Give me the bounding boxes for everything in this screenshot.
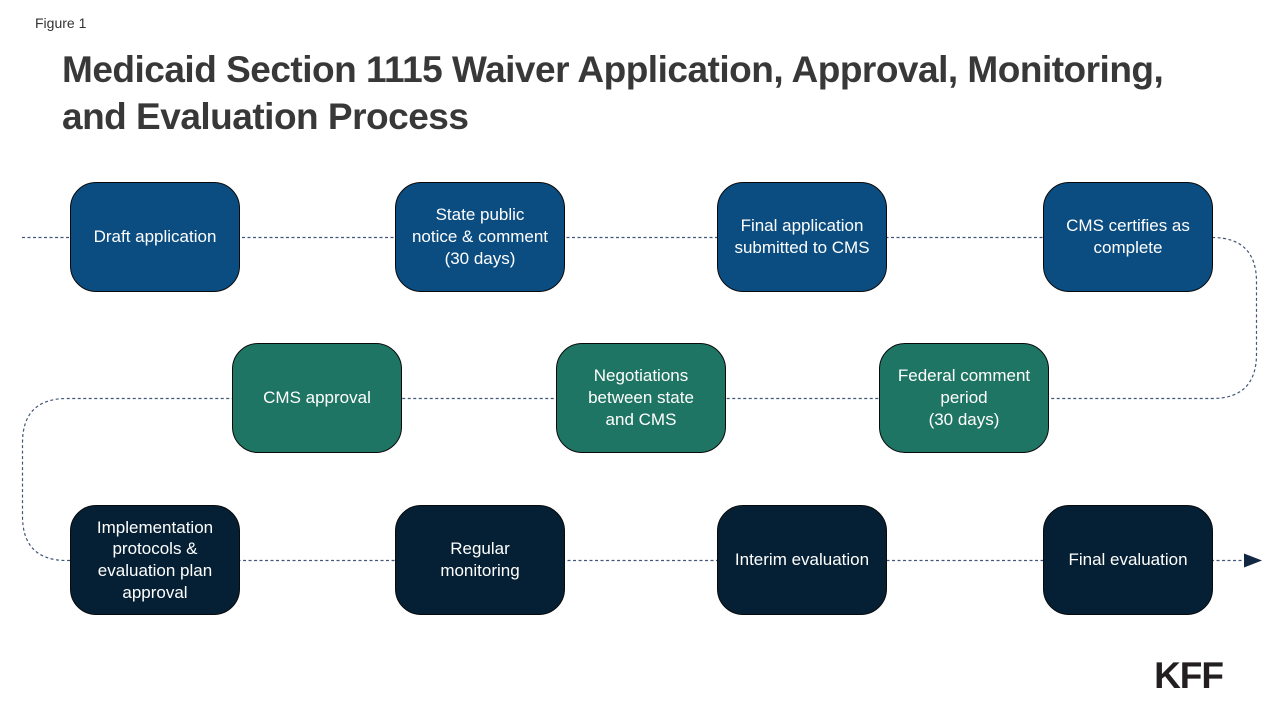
flow-node-federal-comment-period: Federal comment period (30 days) xyxy=(879,343,1049,453)
flow-node-cms-approval: CMS approval xyxy=(232,343,402,453)
serpentine-dashed-path xyxy=(21,236,1258,562)
page-title: Medicaid Section 1115 Waiver Application… xyxy=(62,49,1164,138)
flow-node-final-application-submitted: Final application submitted to CMS xyxy=(717,182,887,292)
flow-node-interim-evaluation: Interim evaluation xyxy=(717,505,887,615)
flow-node-label: CMS certifies as complete xyxy=(1066,216,1190,257)
flow-end-arrowhead xyxy=(1244,553,1262,568)
flow-node-label: CMS approval xyxy=(263,388,371,408)
flow-node-draft-application: Draft application xyxy=(70,182,240,292)
flow-node-negotiations: Negotiations between state and CMS xyxy=(556,343,726,453)
flow-node-label: Final application submitted to CMS xyxy=(734,216,870,257)
flow-node-cms-certifies-complete: CMS certifies as complete xyxy=(1043,182,1213,292)
flow-node-label: State public notice & comment (30 days) xyxy=(411,205,549,268)
flow-node-label: Final evaluation xyxy=(1068,550,1188,570)
flow-node-final-evaluation: Final evaluation xyxy=(1043,505,1213,615)
flow-node-regular-monitoring: Regular monitoring xyxy=(395,505,565,615)
figure-number-label: Figure 1 xyxy=(35,15,87,31)
flow-node-label: Regular monitoring xyxy=(440,539,520,580)
flow-node-label: Implementation protocols & evaluation pl… xyxy=(96,517,214,602)
flow-node-label: Draft application xyxy=(93,227,217,247)
flow-node-implementation-protocols: Implementation protocols & evaluation pl… xyxy=(70,505,240,615)
flow-node-label: Negotiations between state and CMS xyxy=(588,366,694,429)
flow-node-label: Federal comment period (30 days) xyxy=(897,366,1031,429)
kff-logo: KFF xyxy=(1154,655,1224,696)
flow-node-label: Interim evaluation xyxy=(734,550,870,570)
flow-node-state-public-notice: State public notice & comment (30 days) xyxy=(395,182,565,292)
